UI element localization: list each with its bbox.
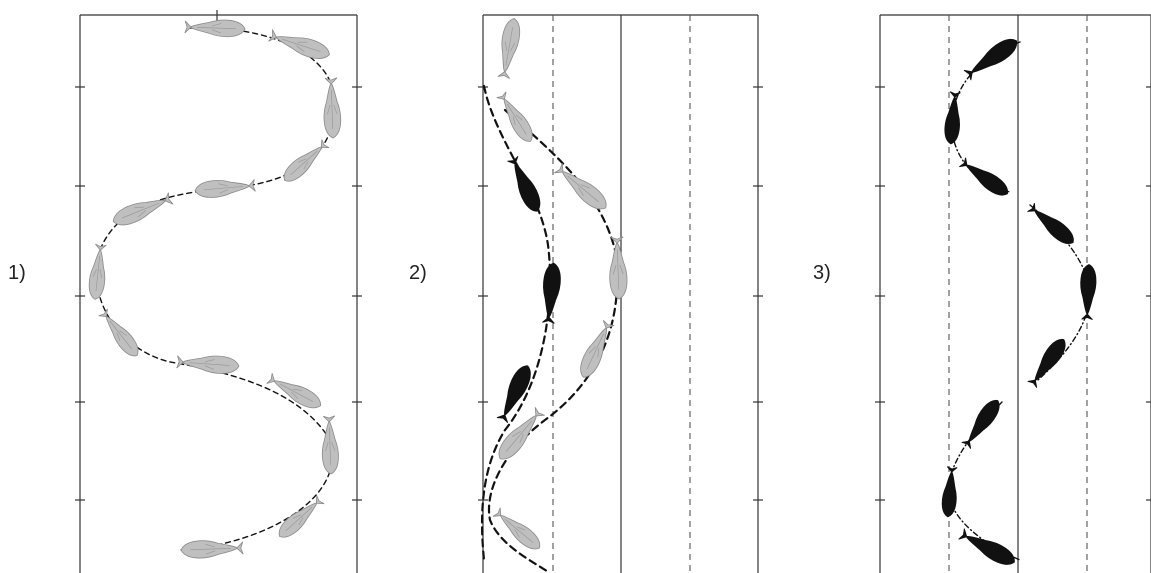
panel-1 <box>75 10 362 573</box>
fish-icon <box>112 192 174 226</box>
panel-3-label: 3) <box>813 262 831 284</box>
fish-icon <box>496 365 531 424</box>
panel-2 <box>478 14 763 573</box>
panel-2-label: 2) <box>409 262 427 284</box>
trajectory-path-black <box>480 84 552 562</box>
fish-icon <box>961 400 1000 449</box>
fish-icon <box>88 243 107 300</box>
fish-icon <box>184 19 246 38</box>
fish-icon <box>180 540 244 559</box>
fish-icon <box>542 262 561 324</box>
fish-icon <box>958 528 1015 565</box>
fish-icon <box>492 507 541 550</box>
fish-icon <box>98 308 139 357</box>
fish-icon <box>1080 264 1097 321</box>
fish-icon <box>498 407 545 460</box>
fish-icon <box>963 39 1017 81</box>
fish-icon <box>1027 202 1074 244</box>
fish-icon <box>283 139 330 182</box>
fish-icon <box>176 355 240 374</box>
fish-icon <box>944 91 961 145</box>
fish-icon <box>609 236 628 300</box>
panel-3 <box>875 14 1151 573</box>
fish-icon <box>278 495 325 538</box>
fish-icon <box>507 155 541 212</box>
fish-icon <box>266 373 322 409</box>
fish-icon <box>321 415 339 475</box>
panel-1-label: 1) <box>8 262 26 284</box>
trajectory-path <box>95 27 336 551</box>
fish-icon <box>1027 339 1066 388</box>
fish-icon <box>941 466 958 518</box>
fish-icon <box>496 91 533 142</box>
fish-icon <box>497 18 521 79</box>
fish-icon <box>580 319 615 378</box>
fish-icon <box>268 29 330 59</box>
fish-icon <box>194 179 256 198</box>
fish-icon <box>959 157 1008 196</box>
fish-icon <box>554 163 607 210</box>
fish-icon <box>323 77 342 139</box>
